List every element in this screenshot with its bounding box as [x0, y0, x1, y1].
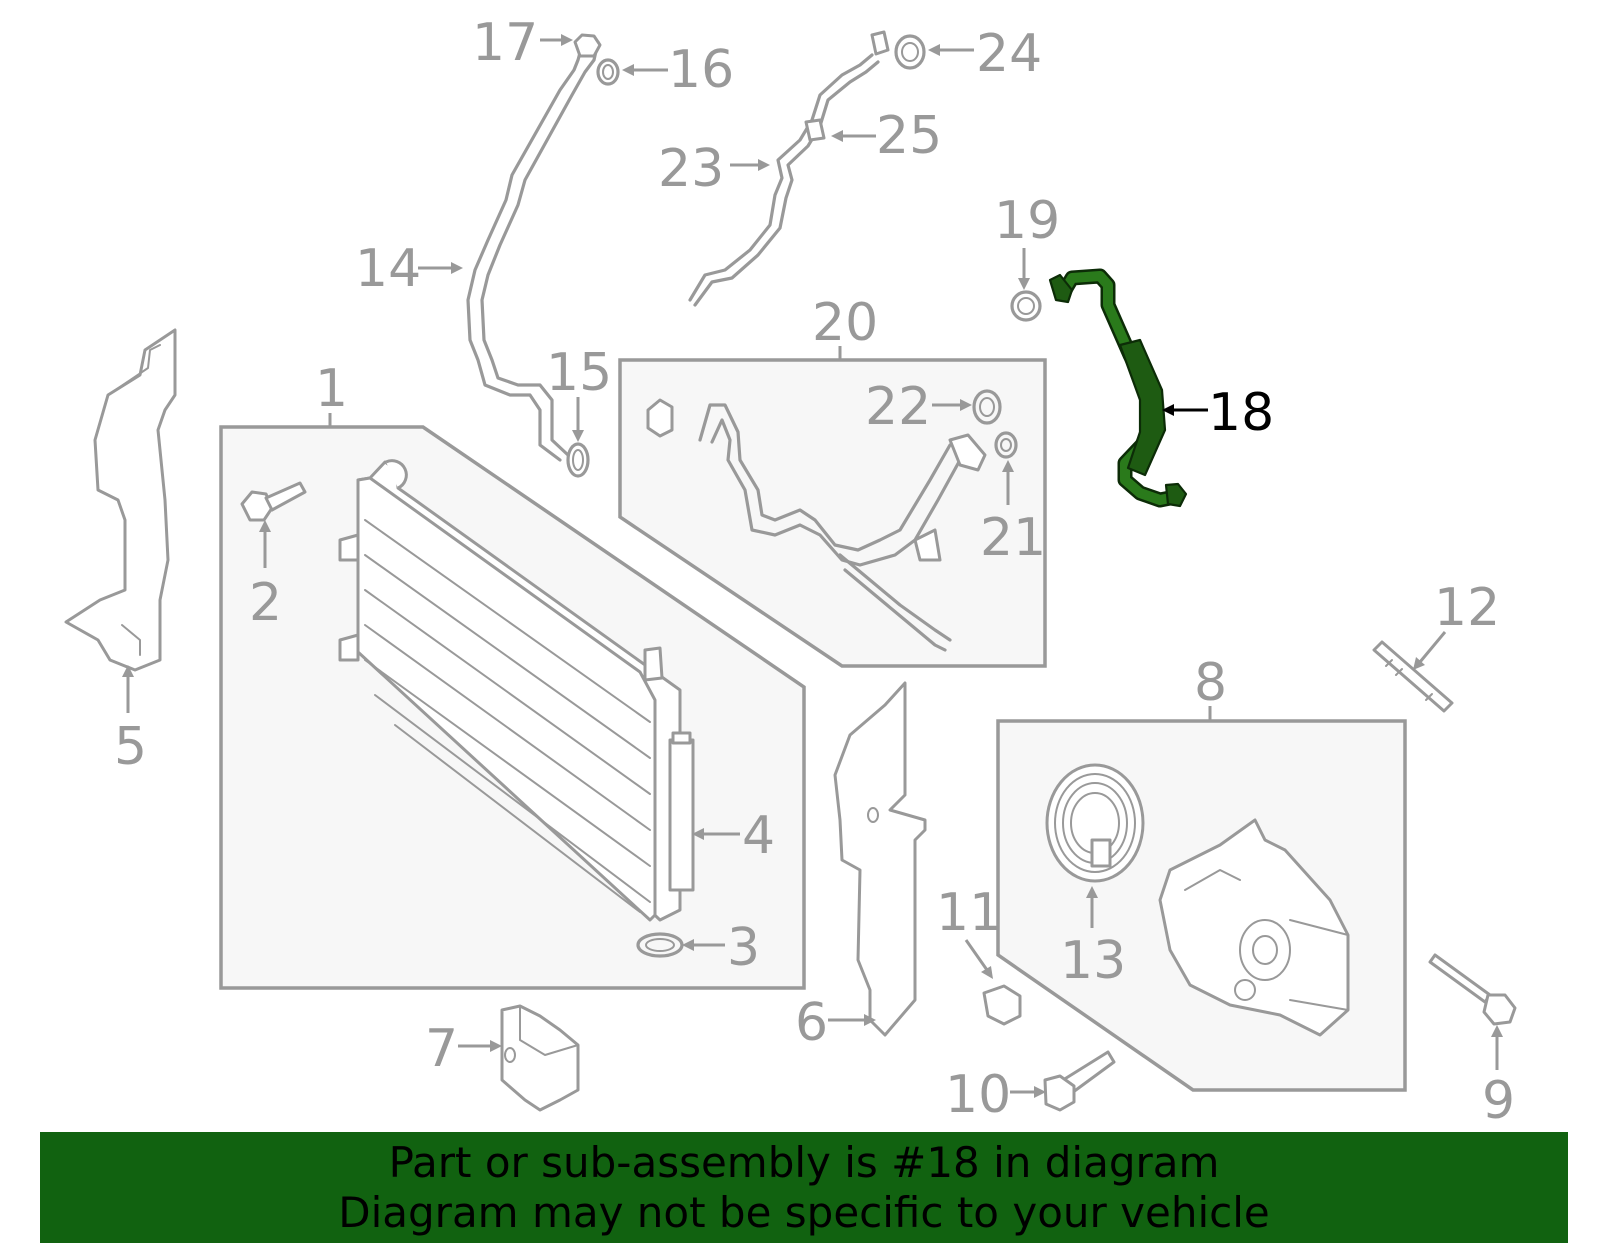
pipe-part-23 [688, 30, 890, 307]
callout-19[interactable]: 19 [994, 191, 1060, 251]
nut-part-11 [982, 984, 1022, 1026]
callout-24[interactable]: 24 [976, 24, 1042, 84]
callout-3[interactable]: 3 [727, 918, 760, 978]
hose-part-14 [466, 33, 602, 462]
info-banner: Part or sub-assembly is #18 in diagram D… [40, 1132, 1568, 1243]
assembly-box-20 [618, 358, 1047, 668]
callout-9[interactable]: 9 [1482, 1071, 1515, 1131]
callout-20[interactable]: 20 [812, 293, 878, 353]
shield-part-6 [833, 681, 927, 1037]
block-part-7 [500, 1004, 580, 1112]
bolt-part-9 [1428, 953, 1517, 1026]
callout-11[interactable]: 11 [936, 883, 1002, 943]
bracket-part-5 [64, 328, 177, 672]
callout-16[interactable]: 16 [668, 40, 734, 100]
callout-12[interactable]: 12 [1434, 578, 1500, 638]
callout-labels: 1 2 3 4 5 6 7 8 9 10 11 12 13 14 15 16 1… [114, 13, 1515, 1131]
callout-21[interactable]: 21 [980, 508, 1046, 568]
oring-part-15 [566, 442, 590, 478]
callout-5[interactable]: 5 [114, 717, 147, 777]
callout-15[interactable]: 15 [546, 343, 612, 403]
callout-6[interactable]: 6 [795, 993, 828, 1053]
bolt-part-2 [240, 481, 307, 522]
oring-part-19 [1010, 290, 1042, 322]
stud-part-12 [1372, 640, 1454, 713]
callout-18[interactable]: 18 [1208, 383, 1274, 443]
callout-14[interactable]: 14 [355, 239, 421, 299]
callout-7[interactable]: 7 [425, 1019, 458, 1079]
callout-22[interactable]: 22 [865, 377, 931, 437]
oring-part-21 [994, 431, 1018, 459]
pipe-part-20 [646, 398, 987, 652]
callout-8[interactable]: 8 [1194, 653, 1227, 713]
oring-part-24 [894, 34, 926, 70]
banner-line-2: Diagram may not be specific to your vehi… [338, 1187, 1270, 1237]
callout-13[interactable]: 13 [1060, 931, 1126, 991]
callout-1[interactable]: 1 [315, 359, 348, 419]
callout-23[interactable]: 23 [658, 139, 724, 199]
callout-17[interactable]: 17 [472, 13, 538, 73]
callout-10[interactable]: 10 [945, 1065, 1011, 1125]
condenser-part [338, 459, 695, 922]
callout-2[interactable]: 2 [249, 573, 282, 633]
callout-25[interactable]: 25 [876, 106, 942, 166]
banner-line-1: Part or sub-assembly is #18 in diagram [388, 1137, 1220, 1187]
bolt-part-10 [1043, 1050, 1116, 1112]
hose-part-18-highlighted [1048, 268, 1188, 508]
callout-4[interactable]: 4 [742, 806, 775, 866]
oring-part-16 [596, 58, 620, 86]
compressor-part [1045, 763, 1350, 1037]
oring-part-22 [972, 389, 1002, 425]
callout-arrows [122, 34, 1503, 1098]
